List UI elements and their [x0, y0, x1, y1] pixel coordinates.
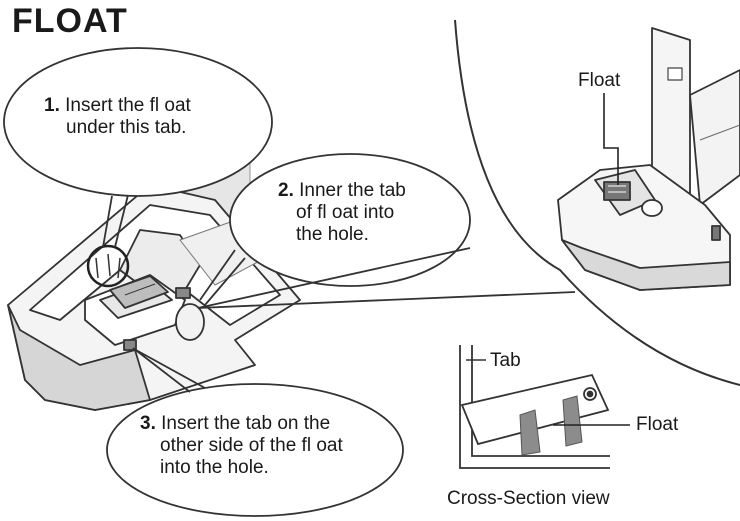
step-2-number: 2. — [278, 180, 294, 201]
step-2-line-2: of fl oat into — [296, 202, 395, 223]
tank-detail-illustration — [557, 27, 740, 291]
step-2-callout: 2. Inner the tab of fl oat into the hole… — [278, 180, 406, 246]
float-label-section: Float — [636, 414, 679, 435]
step-3-line-3: into the hole. — [160, 457, 269, 478]
float-label-top: Float — [578, 70, 621, 91]
page-title: FLOAT — [12, 2, 128, 40]
step-1-callout: 1. Insert the fl oat under this tab. — [44, 95, 191, 139]
callout-bubbles — [3, 47, 471, 517]
cross-section-label: Cross-Section view — [447, 488, 610, 509]
float-top-leader — [603, 93, 619, 185]
step-1-line-1: Insert the fl oat — [65, 95, 191, 116]
step-2-line-1: Inner the tab — [299, 180, 406, 201]
water-tank-illustration — [7, 159, 301, 411]
step-1-line-2: under this tab. — [66, 117, 187, 138]
tab-label: Tab — [490, 350, 521, 371]
step-3-callout: 3. Insert the tab on the other side of t… — [140, 413, 343, 479]
step-3-line-1: Insert the tab on the — [161, 413, 331, 434]
cross-section-illustration — [459, 345, 610, 469]
callout-pointers — [102, 194, 576, 393]
detail-divider-arc — [454, 19, 740, 386]
step-3-line-2: other side of the fl oat — [160, 435, 343, 456]
step-2-line-3: the hole. — [296, 224, 369, 245]
step-3-number: 3. — [140, 413, 156, 434]
step-1-number: 1. — [44, 95, 60, 116]
